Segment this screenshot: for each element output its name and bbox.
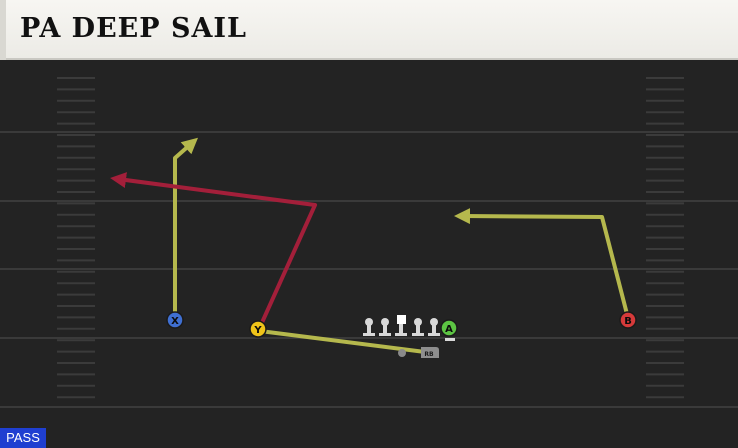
lineman-icon	[363, 318, 375, 336]
lineman-icon	[379, 318, 391, 336]
player-a[interactable]: A	[440, 319, 458, 341]
y-flat-route	[258, 329, 427, 354]
player-x[interactable]: X	[166, 311, 184, 329]
player-y[interactable]: Y	[249, 320, 267, 338]
y-deep-route	[110, 172, 317, 329]
player-a-label: A	[445, 324, 453, 335]
quarterback-icon	[398, 349, 406, 357]
play-title: PA DEEP SAIL	[20, 13, 248, 44]
player-y-label: Y	[253, 325, 262, 336]
lineman-icon	[428, 318, 440, 336]
play-type-badge: PASS	[0, 428, 46, 448]
player-x-label: X	[171, 316, 179, 327]
center-icon	[395, 315, 407, 336]
player-b[interactable]: B	[619, 311, 637, 329]
field-surface	[0, 60, 738, 448]
yard-lines	[0, 131, 738, 408]
player-b-label: B	[624, 316, 632, 327]
lineman-icon	[412, 318, 424, 336]
hash-marks	[57, 77, 684, 399]
rb-label: RB	[424, 351, 434, 358]
title-bar: PA DEEP SAIL	[0, 0, 738, 60]
running-back: RB	[421, 347, 439, 358]
b-in-route	[454, 208, 630, 320]
title-accent	[0, 0, 6, 60]
offensive-line	[363, 315, 440, 336]
x-go-route	[173, 137, 198, 320]
